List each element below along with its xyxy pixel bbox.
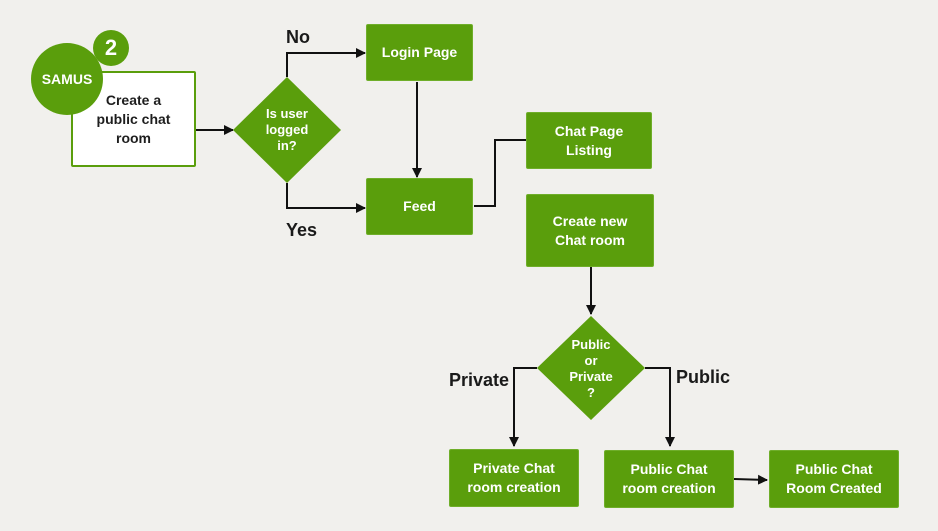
- edge-label-no: No: [286, 27, 310, 47]
- start-node-label: Create a public chat room: [96, 91, 171, 146]
- feed-label: Feed: [403, 198, 436, 214]
- decision-public-or-private-shape: [537, 316, 645, 420]
- feed-node: Feed: [366, 178, 473, 235]
- private-chat-room-creation-label: Private Chat room creation: [467, 460, 561, 495]
- arrow-no-to-login: [286, 48, 366, 77]
- edge-label-yes: Yes: [286, 220, 318, 240]
- arrow-yes-to-feed: [286, 183, 366, 213]
- assignee-name: SAMUS: [41, 71, 93, 87]
- public-chat-room-created-node: Public Chat Room Created: [769, 450, 899, 508]
- chat-page-listing-node: Chat Page Listing: [526, 112, 652, 169]
- public-chat-room-creation-node: Public Chat room creation: [604, 450, 734, 508]
- decision-is-user-logged-in-shape: [233, 77, 341, 183]
- line-feed-to-listing: [474, 139, 526, 207]
- private-chat-room-creation-node: Private Chat room creation: [449, 449, 579, 507]
- arrow-private-branch: [509, 367, 537, 447]
- edge-label-private: Private: [449, 370, 510, 390]
- arrow-public-creation-to-created: [733, 474, 768, 485]
- step-number: 2: [104, 35, 118, 60]
- step-number-badge: 2: [93, 30, 129, 66]
- public-chat-room-creation-label: Public Chat room creation: [622, 461, 716, 496]
- decision-public-or-private-label: Public or Private ?: [569, 337, 613, 400]
- create-new-chat-room-label: Create new Chat room: [552, 212, 628, 248]
- create-new-chat-room-node: Create new Chat room: [526, 194, 654, 267]
- login-page-label: Login Page: [381, 44, 458, 60]
- assignee-badge: SAMUS: [31, 43, 103, 115]
- arrow-public-branch: [645, 367, 675, 447]
- chat-page-listing-label: Chat Page Listing: [554, 122, 624, 158]
- edge-label-public: Public: [676, 367, 731, 387]
- decision-is-user-logged-in-label: Is user logged in?: [265, 106, 309, 153]
- login-page-node: Login Page: [366, 24, 473, 81]
- public-chat-room-created-label: Public Chat Room Created: [786, 461, 882, 496]
